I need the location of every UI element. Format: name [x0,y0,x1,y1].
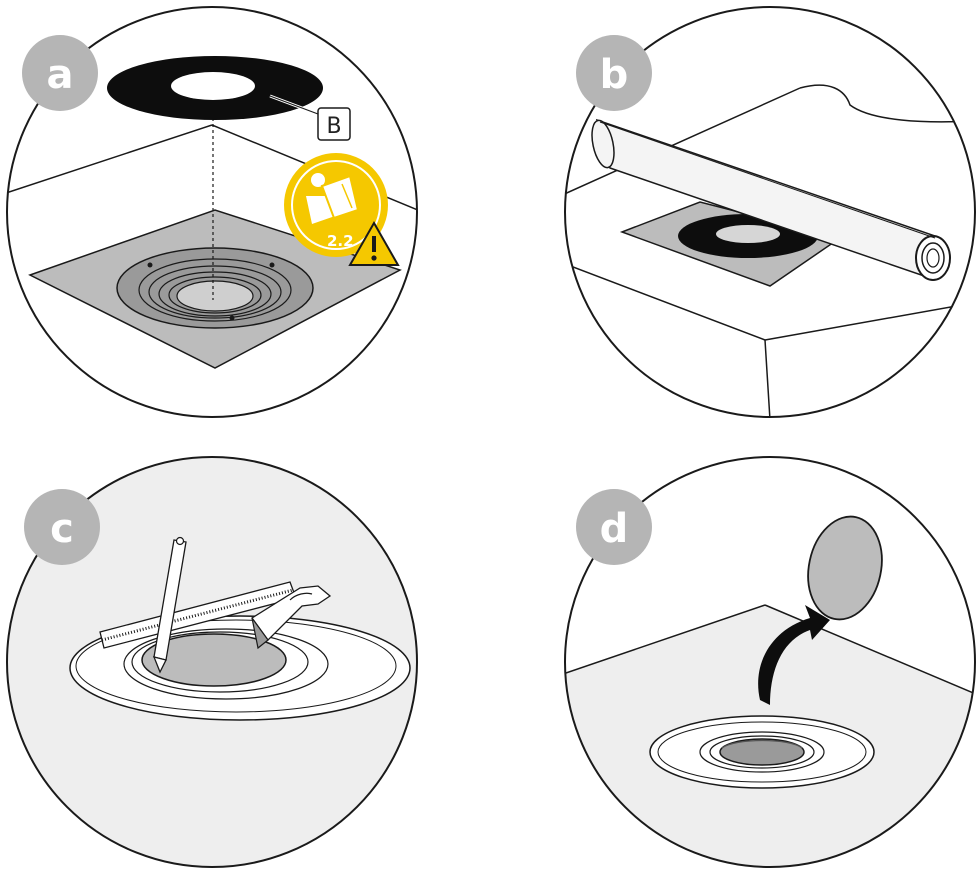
step-badge-b: b [576,35,652,111]
callout-b: B [318,108,350,140]
step-badge-c: c [24,489,100,565]
step-label-d: d [600,506,629,552]
panel-b: b [560,0,976,430]
callout-label: B [326,114,341,139]
sealing-collar [107,56,323,120]
panel-d: d [560,450,976,875]
step-badge-d: d [576,489,652,565]
step-label-a: a [47,52,74,98]
step-label-b: b [600,52,629,98]
step-badge-a: a [22,35,98,111]
panel-c: c [0,450,430,875]
panel-a: 2.2 B a [0,0,430,430]
step-label-c: c [50,506,74,552]
manual-section-number: 2.2 [327,232,354,250]
